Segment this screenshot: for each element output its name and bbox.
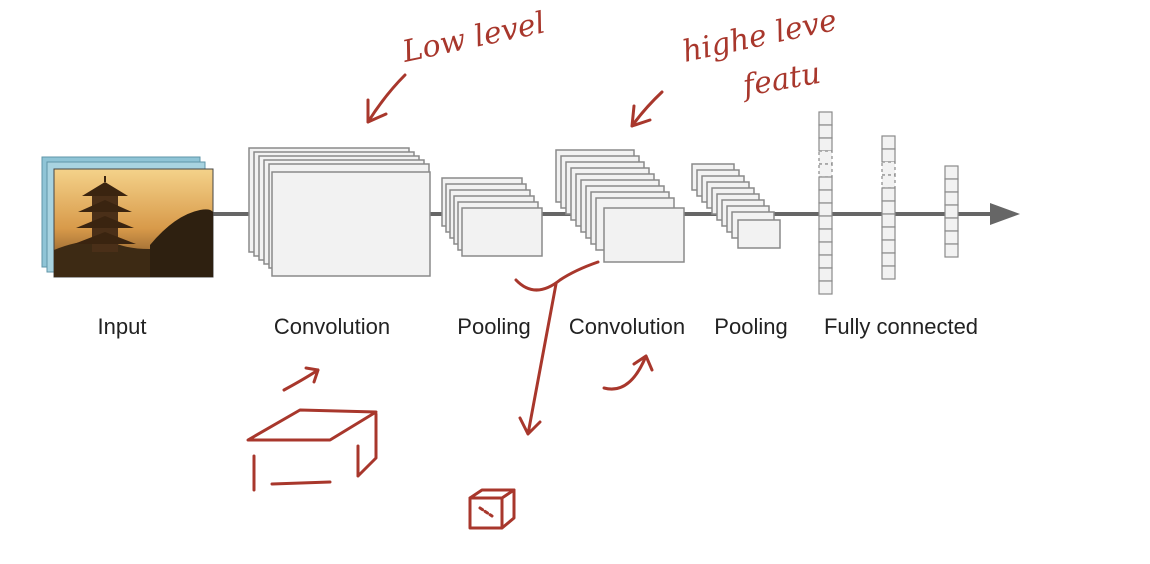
annotation-low-level: Low level	[398, 5, 548, 70]
convolution-2-sketch-arrow	[602, 354, 654, 391]
stage-label-convolution-1: Convolution	[274, 314, 390, 339]
stage-label-input: Input	[98, 314, 147, 339]
fc-neuron-cell	[818, 150, 833, 165]
fc-neuron-cell	[818, 176, 833, 191]
fc-neuron-cell	[944, 165, 959, 180]
fc-neuron-cell	[944, 204, 959, 219]
fc-neuron-cell	[818, 124, 833, 139]
fully-connected-layers	[818, 111, 959, 295]
stage-labels: Input Convolution Pooling Convolution Po…	[98, 314, 979, 339]
fc-neuron-cell	[818, 241, 833, 256]
input-image-stack	[41, 156, 214, 278]
low-level-pointer-arrow	[366, 73, 407, 124]
fc-neuron-cell	[818, 111, 833, 126]
fc-neuron-cell	[944, 191, 959, 206]
fc-neuron-cell	[818, 215, 833, 230]
pooling-1-stack	[441, 177, 543, 257]
fc-neuron-cell	[818, 280, 833, 295]
fc-neuron-cell	[818, 137, 833, 152]
small-cube-sketch	[468, 488, 516, 530]
convolution-1-sketch-arrow	[282, 366, 320, 392]
stage-label-pooling-2: Pooling	[714, 314, 787, 339]
fc-neuron-cell	[944, 230, 959, 245]
fc-neuron-cell	[818, 163, 833, 178]
fc-neuron-cell	[881, 239, 896, 254]
fc-neuron-cell	[881, 161, 896, 176]
fc-neuron-cell	[944, 243, 959, 258]
receptive-field-arrow	[518, 282, 558, 436]
fc-neuron-cell	[818, 202, 833, 217]
high-level-pointer-arrow	[630, 90, 664, 128]
annotation-high-level-line2: featu	[738, 56, 823, 104]
fc-neuron-cell	[944, 178, 959, 193]
pagoda-photo	[53, 168, 214, 278]
convolution-1-stack	[248, 147, 431, 277]
fc-neuron-cell	[818, 254, 833, 269]
fc-neuron-cell	[818, 267, 833, 282]
fc-neuron-cell	[881, 148, 896, 163]
convolution-2-stack	[555, 149, 685, 263]
fc-neuron-cell	[818, 189, 833, 204]
stage-label-fully-connected: Fully connected	[824, 314, 978, 339]
fc-neuron-cell	[818, 228, 833, 243]
pooling-2-stack	[691, 163, 781, 249]
receptive-field-bracket	[514, 260, 600, 292]
fc-neuron-cell	[881, 213, 896, 228]
fc-neuron-cell	[881, 200, 896, 215]
stage-label-convolution-2: Convolution	[569, 314, 685, 339]
fc-neuron-cell	[881, 187, 896, 202]
fc-neuron-cell	[881, 174, 896, 189]
large-cube-sketch	[246, 408, 378, 492]
fc-neuron-cell	[881, 226, 896, 241]
fc-neuron-cell	[944, 217, 959, 232]
arrow-head-icon	[990, 203, 1020, 225]
fc-neuron-cell	[881, 265, 896, 280]
fc-neuron-cell	[881, 135, 896, 150]
fc-neuron-cell	[881, 252, 896, 267]
stage-label-pooling-1: Pooling	[457, 314, 530, 339]
